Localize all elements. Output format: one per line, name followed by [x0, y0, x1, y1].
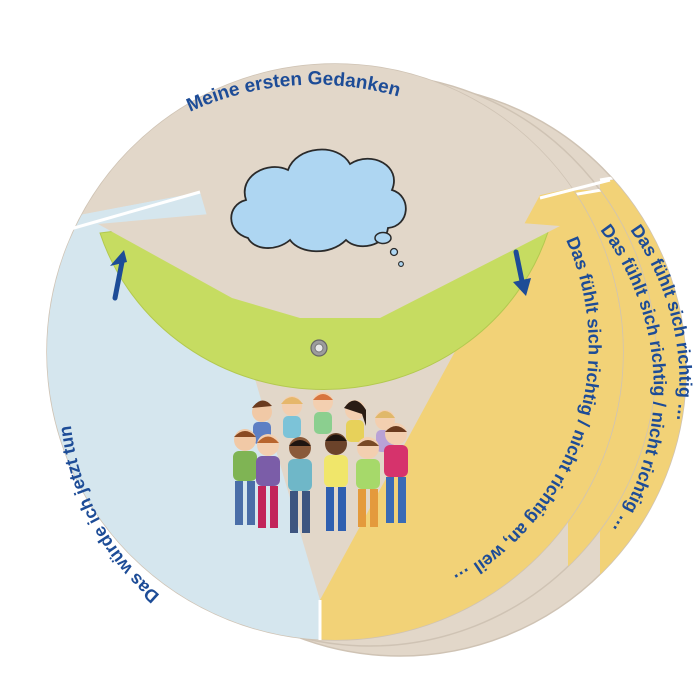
thought-cloud-icon — [230, 148, 407, 267]
arrow-up-icon — [110, 250, 127, 301]
children-circle-illustration — [233, 392, 408, 533]
inner-dial[interactable] — [98, 206, 560, 390]
arrow-down-icon — [513, 249, 531, 296]
rivet-icon — [310, 339, 328, 357]
top-section — [47, 64, 623, 230]
